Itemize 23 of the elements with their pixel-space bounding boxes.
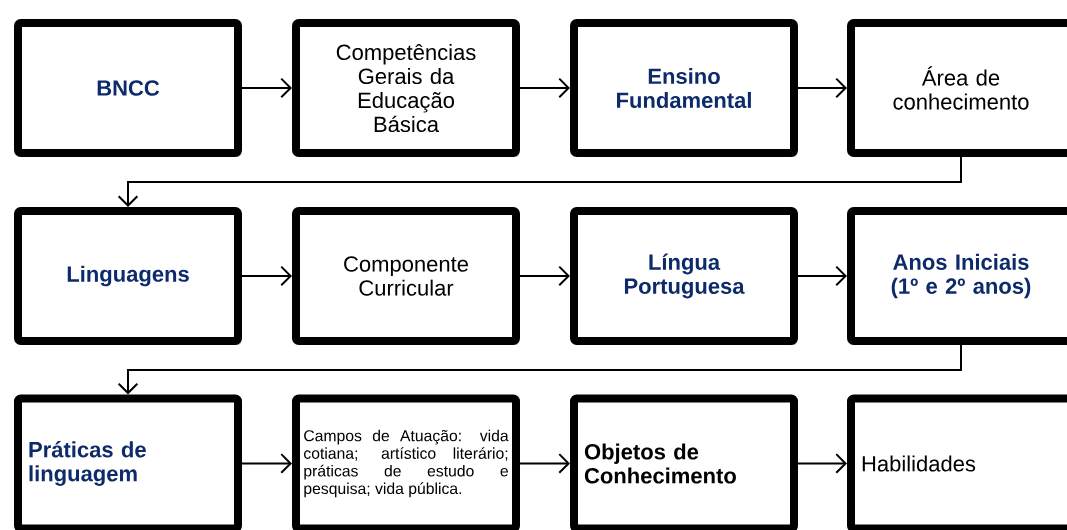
arrow bbox=[241, 265, 292, 287]
process-box: BNCC bbox=[14, 19, 242, 157]
arrow bbox=[797, 265, 847, 287]
arrow bbox=[241, 77, 292, 99]
process-box: Linguagens bbox=[14, 207, 242, 345]
process-box: Práticas de linguagem bbox=[14, 394, 242, 530]
process-box: Anos Iniciais (1º e 2º anos) bbox=[847, 207, 1067, 345]
arrow bbox=[797, 453, 847, 474]
arrow bbox=[797, 77, 847, 99]
process-box: Área de conhecimento bbox=[847, 19, 1067, 157]
process-box: Ensino Fundamental bbox=[570, 19, 798, 157]
process-box: Habilidades bbox=[847, 394, 1067, 530]
arrow bbox=[519, 265, 570, 287]
arrow bbox=[117, 344, 962, 395]
process-box: Campos de Atuação: vida cotiana; artístico literário; práticas de estudo e pesquisa; vida pública. bbox=[292, 394, 520, 530]
process-box: Competências Gerais da Educação Básica bbox=[292, 19, 520, 157]
arrow bbox=[519, 77, 570, 99]
arrow bbox=[117, 156, 962, 207]
arrow bbox=[241, 453, 292, 474]
process-box: Componente Curricular bbox=[292, 207, 520, 345]
process-box: Objetos de Conhecimento bbox=[570, 394, 798, 530]
arrow bbox=[519, 453, 570, 474]
process-box: Língua Portuguesa bbox=[570, 207, 798, 345]
